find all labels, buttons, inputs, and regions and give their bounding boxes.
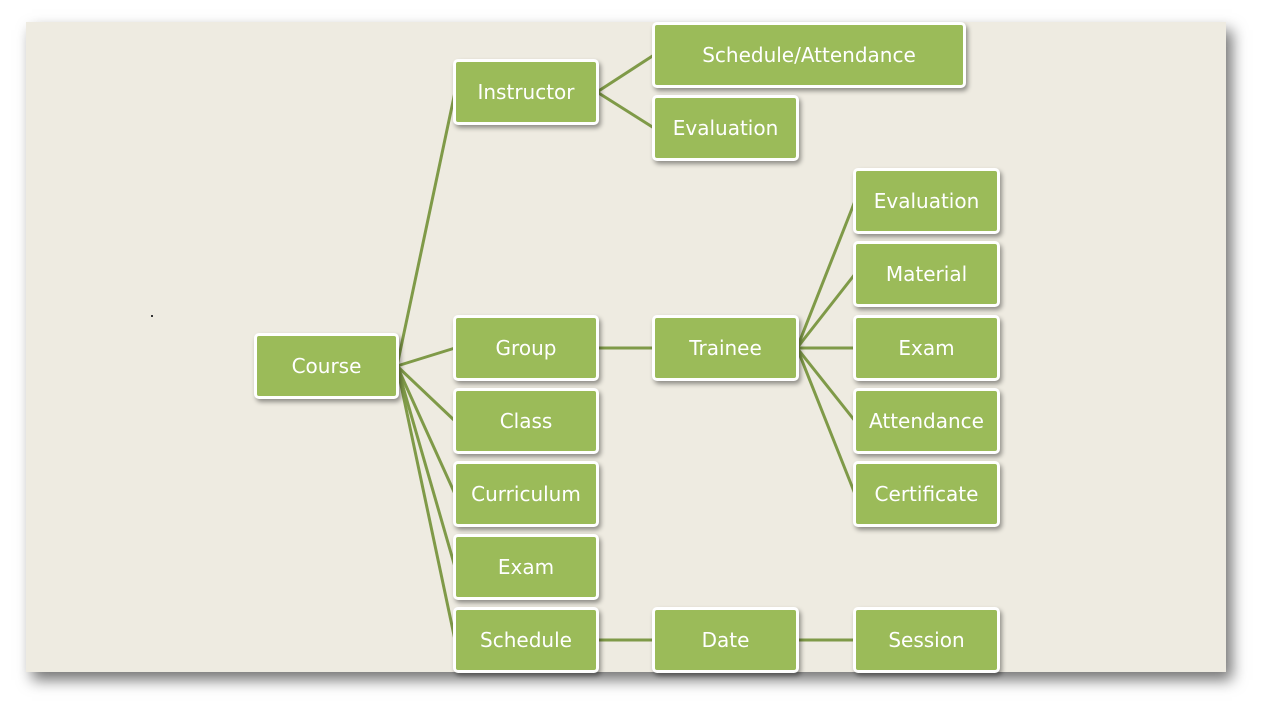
node-instructor-evaluation[interactable]: Evaluation	[652, 95, 799, 161]
stray-dot	[151, 315, 153, 317]
node-material[interactable]: Material	[853, 241, 1000, 307]
node-exam[interactable]: Exam	[453, 534, 599, 600]
node-trainee[interactable]: Trainee	[652, 315, 799, 381]
node-trainee-evaluation[interactable]: Evaluation	[853, 168, 1000, 234]
node-session[interactable]: Session	[853, 607, 1000, 673]
node-curriculum[interactable]: Curriculum	[453, 461, 599, 527]
node-certificate[interactable]: Certificate	[853, 461, 1000, 527]
node-attendance[interactable]: Attendance	[853, 388, 1000, 454]
node-instructor[interactable]: Instructor	[453, 59, 599, 125]
node-group[interactable]: Group	[453, 315, 599, 381]
node-schedule[interactable]: Schedule	[453, 607, 599, 673]
node-class[interactable]: Class	[453, 388, 599, 454]
diagram-canvas	[26, 22, 1226, 672]
node-course[interactable]: Course	[254, 333, 399, 399]
node-trainee-exam[interactable]: Exam	[853, 315, 1000, 381]
node-schedule-attendance[interactable]: Schedule/Attendance	[652, 22, 966, 88]
node-date[interactable]: Date	[652, 607, 799, 673]
